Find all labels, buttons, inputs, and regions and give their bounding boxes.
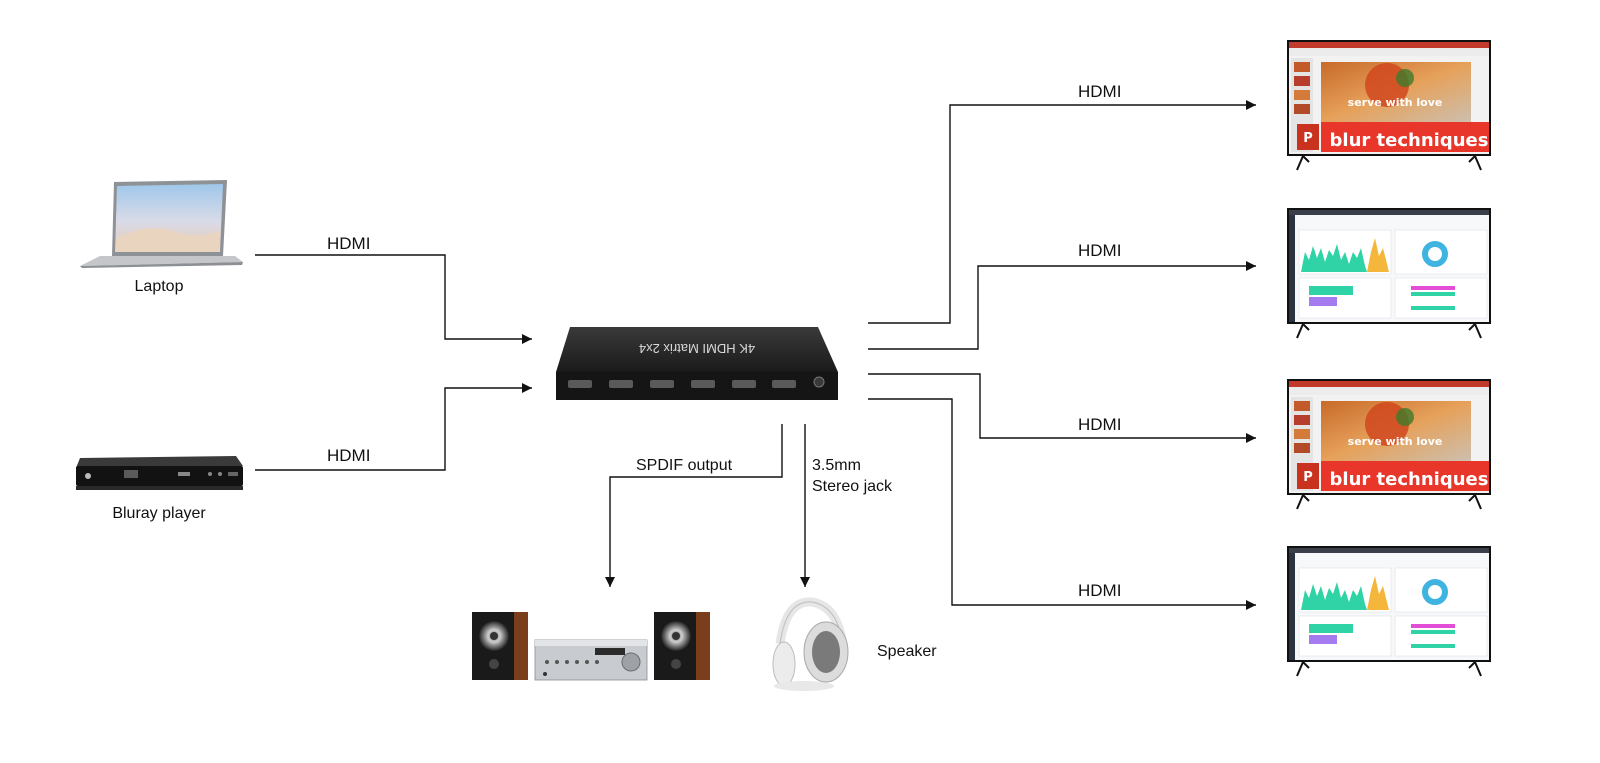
- display-4: [1287, 546, 1491, 677]
- hdmi-port: [609, 380, 633, 388]
- laptop-image: [80, 180, 243, 268]
- laptop-hdmi-label: HDMI: [327, 234, 370, 253]
- hdmi-port: [772, 380, 796, 388]
- stereo-jack-label-line2: Stereo jack: [812, 478, 893, 495]
- hdmi-port: [732, 380, 756, 388]
- speaker-label: Speaker: [877, 643, 937, 660]
- output-4-hdmi-label: HDMI: [1078, 581, 1121, 600]
- hdmi-port: [650, 380, 674, 388]
- matrix-to-display-3-line: [868, 373, 1256, 443]
- bluray-player-image: [76, 456, 243, 490]
- display-1: serve with love blur techniques: [1287, 40, 1491, 171]
- stereo-jack-label-line1: 3.5mm: [812, 457, 861, 474]
- display-3: serve with love blur techniques: [1287, 379, 1491, 510]
- matrix-to-display-1-line: [868, 100, 1256, 324]
- bluray-player-label: Bluray player: [112, 505, 206, 522]
- output-3-hdmi-label: HDMI: [1078, 415, 1121, 434]
- matrix-to-display-4-line: [868, 398, 1256, 610]
- bluray-hdmi-label: HDMI: [327, 446, 370, 465]
- display-2: [1287, 208, 1491, 339]
- dc-power-jack: [813, 376, 825, 388]
- headphones-image: [772, 597, 849, 691]
- matrix-to-display-2-line: [868, 261, 1256, 350]
- stereo-system-image: [472, 612, 710, 681]
- slide-subtitle: serve with love: [1348, 435, 1443, 448]
- spdif-output-label: SPDIF output: [636, 457, 733, 474]
- slide-subtitle: serve with love: [1348, 96, 1443, 109]
- laptop-label: Laptop: [135, 278, 184, 295]
- slide-title: blur techniques: [1330, 130, 1489, 151]
- hdmi-port: [568, 380, 592, 388]
- spdif-line: [605, 424, 783, 587]
- hdmi-matrix-device: 4K HDMI Matrix 2x4: [556, 327, 838, 400]
- hdmi-port: [691, 380, 715, 388]
- laptop-to-matrix-line: [255, 254, 532, 344]
- output-2-hdmi-label: HDMI: [1078, 241, 1121, 260]
- matrix-label: 4K HDMI Matrix 2x4: [639, 341, 755, 356]
- output-1-hdmi-label: HDMI: [1078, 82, 1121, 101]
- slide-title: blur techniques: [1330, 469, 1489, 490]
- bluray-to-matrix-line: [255, 383, 532, 471]
